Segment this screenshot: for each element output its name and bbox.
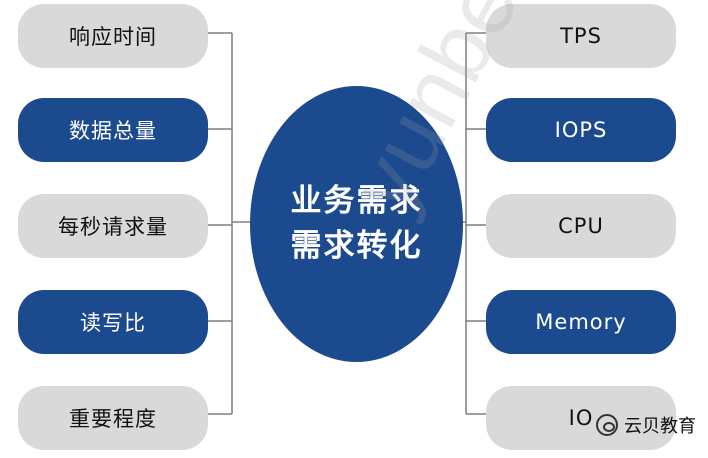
brand-badge-text: 云贝教育: [624, 416, 696, 437]
left-item-data-volume: 数据总量: [18, 98, 208, 162]
left-item-response-time: 响应时间: [18, 4, 208, 68]
center-title-line1: 业务需求: [290, 183, 423, 220]
left-item-requests-per-second: 每秒请求量: [18, 194, 208, 258]
right-item-cpu: CPU: [486, 194, 676, 258]
center-title-line2: 需求转化: [290, 228, 423, 264]
left-item-read-write-ratio: 读写比: [18, 290, 208, 354]
right-item-memory: Memory: [486, 290, 676, 354]
brand-badge: 云贝教育: [596, 410, 696, 440]
right-item-tps: TPS: [486, 4, 676, 68]
right-item-io: IO: [486, 386, 676, 450]
left-item-importance: 重要程度: [18, 386, 208, 450]
right-item-iops: IOPS: [486, 98, 676, 162]
center-node: 业务需求 需求转化: [250, 86, 463, 362]
wechat-icon: [596, 414, 618, 436]
